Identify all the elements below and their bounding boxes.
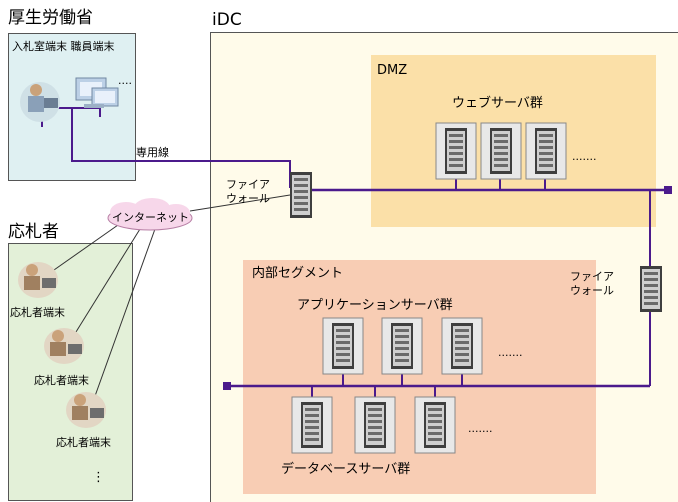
- ministry-more: ....: [118, 74, 132, 87]
- internet-cloud-icon: [107, 198, 193, 231]
- firewall-1-label: ファイア ウォール: [226, 178, 270, 206]
- firewall-2-label: ファイア ウォール: [570, 270, 614, 298]
- applicant-terminal-icon: [18, 262, 58, 298]
- applicant-terminal-3-label: 応札者端末: [56, 436, 111, 449]
- applicant-terminal-1-label: 応札者端末: [10, 306, 65, 319]
- web-server-icon: [481, 123, 521, 179]
- firewall-1-icon: [290, 172, 312, 218]
- firewall-2-icon: [640, 266, 662, 312]
- internal-segment-label: 内部セグメント: [252, 266, 344, 281]
- db-server-icon: [415, 397, 455, 453]
- db-servers-more: .......: [468, 422, 493, 435]
- web-servers-label: ウェブサーバ群: [452, 96, 543, 111]
- app-server-icon: [323, 318, 363, 374]
- applicants-title: 応札者: [8, 222, 59, 242]
- web-servers-more: .......: [572, 150, 597, 163]
- web-server-icon: [526, 123, 566, 179]
- bidding-room-terminal-icon: [20, 82, 60, 122]
- applicant-terminal-2-label: 応札者端末: [34, 374, 89, 387]
- terminals-label: 入札室端末 職員端末: [12, 40, 115, 53]
- staff-terminal-icon: [75, 77, 119, 108]
- firewall-1-line2: ウォール: [226, 192, 270, 205]
- ministry-title: 厚生労働省: [8, 8, 93, 28]
- app-servers-more: .......: [498, 346, 523, 359]
- firewall-2-line1: ファイア: [570, 270, 614, 283]
- app-server-icon: [442, 318, 482, 374]
- firewall-1-line1: ファイア: [226, 178, 270, 191]
- dedicated-line-label: 専用線: [136, 146, 169, 159]
- db-server-icon: [292, 397, 332, 453]
- app-server-icon: [382, 318, 422, 374]
- idc-title: iDC: [212, 10, 242, 30]
- db-servers-label: データベースサーバ群: [281, 462, 411, 477]
- db-server-icon: [355, 397, 395, 453]
- applicant-terminal-icon: [44, 328, 84, 364]
- applicant-terminal-icon: [66, 392, 106, 428]
- firewall-2-line2: ウォール: [570, 284, 614, 297]
- web-server-icon: [436, 123, 476, 179]
- dmz-label: DMZ: [377, 63, 408, 78]
- app-servers-label: アプリケーションサーバ群: [297, 298, 453, 313]
- internet-label: インターネット: [112, 211, 189, 224]
- applicants-more: ⋮: [92, 470, 105, 485]
- internal-segment-zone: [243, 260, 596, 494]
